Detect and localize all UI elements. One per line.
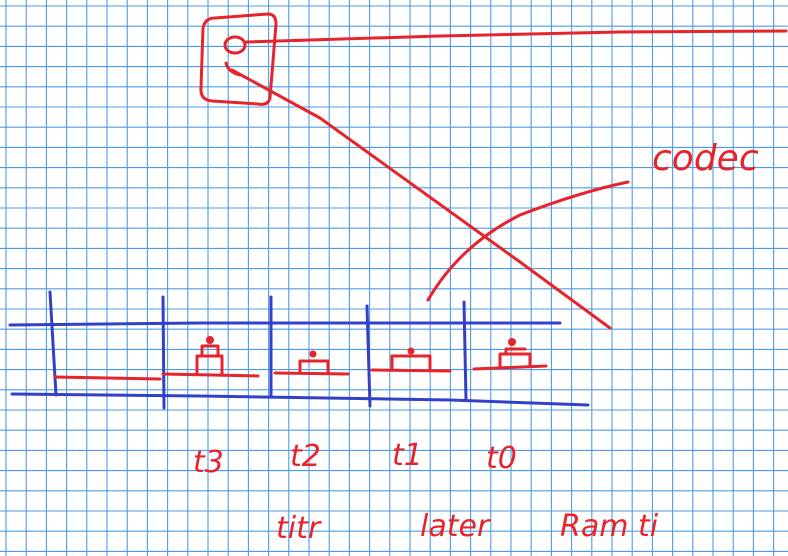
codec-label: codec bbox=[652, 138, 759, 179]
frame-contents bbox=[53, 336, 548, 381]
frame-t1-figure bbox=[370, 347, 452, 373]
frame-t2-figure bbox=[273, 350, 350, 376]
time-label-t1: t1 bbox=[392, 438, 423, 473]
empty-frame-baseline bbox=[53, 375, 162, 381]
frame-divider-4 bbox=[365, 304, 372, 408]
time-label-t3: t3 bbox=[193, 445, 224, 480]
label-later: later bbox=[420, 509, 491, 544]
projection-lines bbox=[230, 29, 788, 330]
label-titr: titr bbox=[276, 511, 322, 546]
timeline-top-line bbox=[8, 321, 562, 327]
frame-divider-5 bbox=[462, 300, 468, 402]
diagonal-ray bbox=[230, 68, 612, 330]
label-ram-ti: Ram ti bbox=[560, 509, 659, 544]
frame-divider-1 bbox=[48, 290, 58, 397]
timeline-strip bbox=[8, 290, 590, 410]
horizontal-ray bbox=[244, 29, 788, 44]
time-label-t0: t0 bbox=[486, 441, 517, 476]
frame-divider-2 bbox=[161, 295, 166, 410]
timeline-bottom-line bbox=[10, 392, 590, 407]
frame-t3-figure bbox=[161, 336, 260, 378]
frame-t0-figure bbox=[472, 338, 548, 371]
camera-eye-icon bbox=[199, 12, 278, 106]
codec-pointer bbox=[426, 180, 630, 302]
time-label-t2: t2 bbox=[290, 439, 321, 474]
